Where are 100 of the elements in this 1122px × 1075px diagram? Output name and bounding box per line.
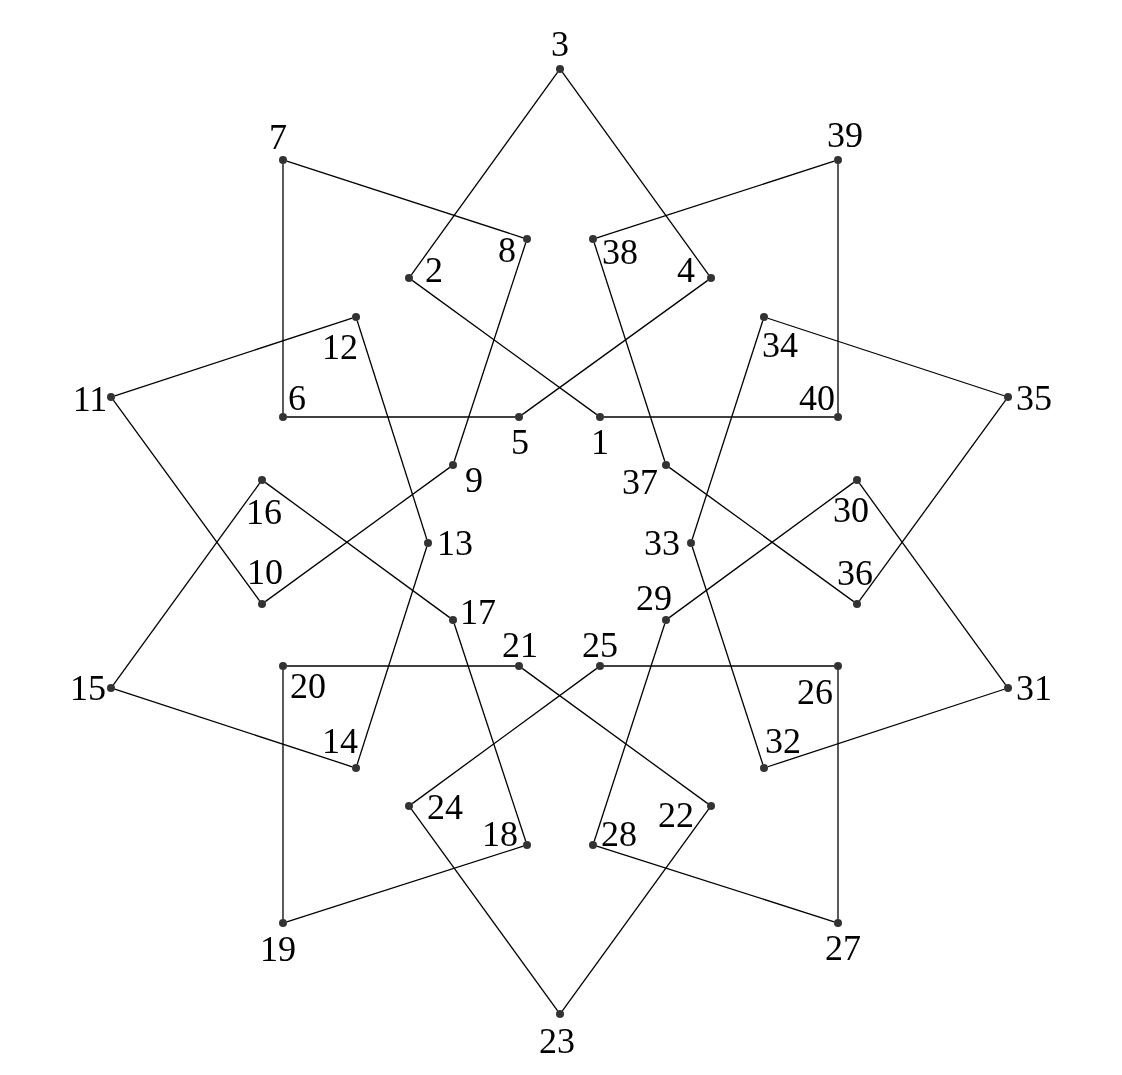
vertex-number: 18: [482, 816, 518, 852]
vertex-dot: [707, 274, 715, 282]
vertex-dot: [1004, 393, 1012, 401]
vertex-dot: [515, 413, 523, 421]
vertex-number: 10: [247, 554, 283, 590]
connector-line: [410, 808, 559, 1012]
vertex-dot: [279, 156, 287, 164]
connector-line: [286, 160, 524, 239]
vertex-number: 12: [322, 329, 358, 365]
vertex-number: 28: [601, 816, 637, 852]
vertex-dot: [834, 662, 842, 670]
vertex-number: 21: [502, 627, 538, 663]
vertex-dot: [834, 919, 842, 927]
vertex-dot: [352, 764, 360, 772]
vertex-dot: [1004, 684, 1012, 692]
vertex-dot: [834, 156, 842, 164]
connector-line: [453, 623, 527, 842]
connector-line: [356, 320, 428, 540]
connector-line: [114, 688, 353, 768]
vertex-dot: [596, 662, 604, 670]
connector-line: [282, 669, 284, 920]
connector-line: [596, 160, 835, 239]
vertex-dot: [258, 476, 266, 484]
vertex-dot: [107, 393, 115, 401]
vertex-number: 30: [833, 492, 869, 528]
vertex-dot: [662, 616, 670, 624]
connector-line: [603, 416, 835, 418]
vertex-number: 2: [425, 252, 443, 288]
connector-line: [668, 466, 855, 603]
vertex-number: 40: [799, 380, 835, 416]
connector-line: [603, 665, 835, 667]
connector-line: [264, 481, 451, 619]
vertex-number: 36: [837, 555, 873, 591]
connector-line: [286, 665, 516, 667]
vertex-dot: [589, 841, 597, 849]
vertex-dot: [449, 461, 457, 469]
vertex-dot: [589, 235, 597, 243]
vertex-dot: [760, 764, 768, 772]
connector-line: [593, 242, 666, 462]
vertex-dot: [556, 1010, 564, 1018]
vertex-number: 23: [539, 1023, 575, 1059]
vertex-number: 27: [825, 930, 861, 966]
vertex-number: 33: [644, 525, 680, 561]
vertex-dot: [523, 235, 531, 243]
vertex-number: 37: [622, 464, 658, 500]
connector-line: [858, 399, 1007, 602]
vertex-number: 20: [290, 668, 326, 704]
vertex-dot: [707, 802, 715, 810]
connector-line: [668, 481, 855, 619]
vertex-number: 19: [260, 931, 296, 967]
connector-line: [411, 279, 598, 416]
vertex-number: 9: [465, 462, 483, 498]
vertex-number: 4: [677, 252, 695, 288]
vertex-dot: [405, 802, 413, 810]
connector-line: [114, 317, 353, 397]
vertex-number: 17: [460, 594, 496, 630]
vertex-dot: [449, 616, 457, 624]
connector-line: [561, 808, 710, 1012]
vertex-number: 25: [582, 627, 618, 663]
vertex-number: 34: [762, 327, 798, 363]
vertex-number: 1: [591, 424, 609, 460]
connector-line: [112, 482, 261, 686]
connector-line: [521, 667, 709, 805]
vertex-dot: [279, 919, 287, 927]
vertex-number: 14: [322, 723, 358, 759]
connector-line: [593, 623, 666, 842]
vertex-dot: [596, 413, 604, 421]
connector-line: [521, 279, 709, 416]
vertex-dot: [556, 65, 564, 73]
vertex-number: 39: [827, 117, 863, 153]
vertex-number: 29: [636, 580, 672, 616]
connector-line: [691, 320, 764, 540]
vertex-number: 11: [72, 381, 108, 417]
connector-line: [767, 317, 1005, 397]
connector-line: [264, 466, 451, 603]
vertex-dot: [405, 274, 413, 282]
vertex-number: 26: [797, 674, 833, 710]
vertex-dot: [279, 662, 287, 670]
vertex-number: 3: [551, 26, 569, 62]
connector-line: [837, 669, 839, 920]
vertex-dot: [107, 684, 115, 692]
connector-line: [453, 242, 527, 462]
connector-line: [596, 845, 835, 923]
vertex-dot: [760, 313, 768, 321]
vertex-number: 5: [511, 424, 529, 460]
connector-line: [112, 399, 261, 602]
vertex-number: 16: [246, 494, 282, 530]
vertex-number: 15: [70, 670, 106, 706]
connector-line: [411, 667, 598, 805]
vertex-dot: [515, 662, 523, 670]
vertex-dot: [352, 313, 360, 321]
vertex-number: 6: [288, 380, 306, 416]
vertex-dot: [523, 841, 531, 849]
vertex-number: 7: [269, 119, 287, 155]
vertex-number: 32: [765, 723, 801, 759]
vertex-number: 38: [602, 234, 638, 270]
vertex-dot: [258, 600, 266, 608]
vertex-number: 8: [498, 232, 516, 268]
connector-line: [691, 546, 764, 765]
vertex-number: 31: [1016, 670, 1052, 706]
